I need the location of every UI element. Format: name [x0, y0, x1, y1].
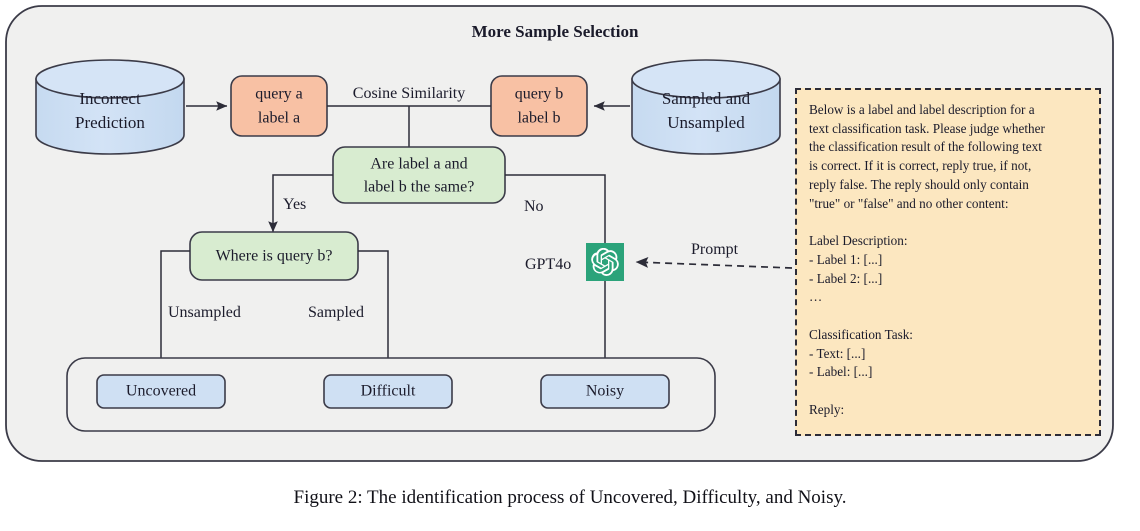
node-incorrect-prediction: Incorrect Prediction [35, 59, 185, 155]
result-uncovered-label: Uncovered [126, 383, 196, 400]
incorrect-prediction-line2: Prediction [75, 113, 145, 132]
query-a-line2: label a [258, 110, 300, 127]
figure-caption: Figure 2: The identification process of … [293, 487, 847, 508]
sampled-unsampled-line1: Sampled and [662, 89, 751, 108]
node-sampled-unsampled: Sampled and Unsampled [631, 59, 781, 155]
edge-label-yes: Yes [283, 196, 306, 213]
edge-yes-branch [268, 174, 333, 233]
panel-title: More Sample Selection [472, 22, 639, 41]
prompt-panel-text: Below is a label and label description f… [809, 102, 1045, 417]
node-result-noisy: Noisy [540, 374, 670, 409]
edge-label-no: No [524, 198, 544, 215]
node-decision-same-label: Are label a and label b the same? [332, 146, 506, 204]
result-difficult-label: Difficult [361, 383, 416, 400]
query-b-line2: label b [517, 110, 560, 127]
query-a-line1: query a [255, 86, 303, 103]
node-decision-where-query-b: Where is query b? [189, 231, 359, 281]
node-result-difficult: Difficult [323, 374, 453, 409]
incorrect-prediction-line1: Incorrect [79, 89, 141, 108]
edge-label-sampled: Sampled [308, 304, 364, 321]
prompt-panel: Below is a label and label description f… [795, 88, 1101, 436]
openai-logo-icon [591, 248, 619, 276]
edge-label-prompt: Prompt [691, 241, 739, 258]
edge-label-unsampled: Unsampled [168, 304, 241, 321]
sampled-unsampled-line2: Unsampled [667, 113, 745, 132]
result-noisy-label: Noisy [586, 383, 624, 400]
node-query-a: query a label a [230, 75, 328, 137]
edge-no-branch [505, 174, 606, 243]
query-b-line1: query b [515, 86, 563, 103]
edge-unsampled-branch [156, 250, 190, 374]
node-result-uncovered: Uncovered [96, 374, 226, 409]
edge-sampled-branch [358, 250, 393, 374]
edge-label-cosine-similarity: Cosine Similarity [353, 85, 465, 102]
edge-prompt-dashed [635, 257, 793, 269]
decision-where-query-b-label: Where is query b? [216, 248, 333, 265]
gpt4o-badge [586, 243, 624, 281]
decision-same-label-line2: label b the same? [364, 179, 475, 196]
gpt4o-label: GPT4o [525, 256, 571, 273]
decision-same-label-line1: Are label a and [370, 156, 467, 173]
node-query-b: query b label b [490, 75, 588, 137]
